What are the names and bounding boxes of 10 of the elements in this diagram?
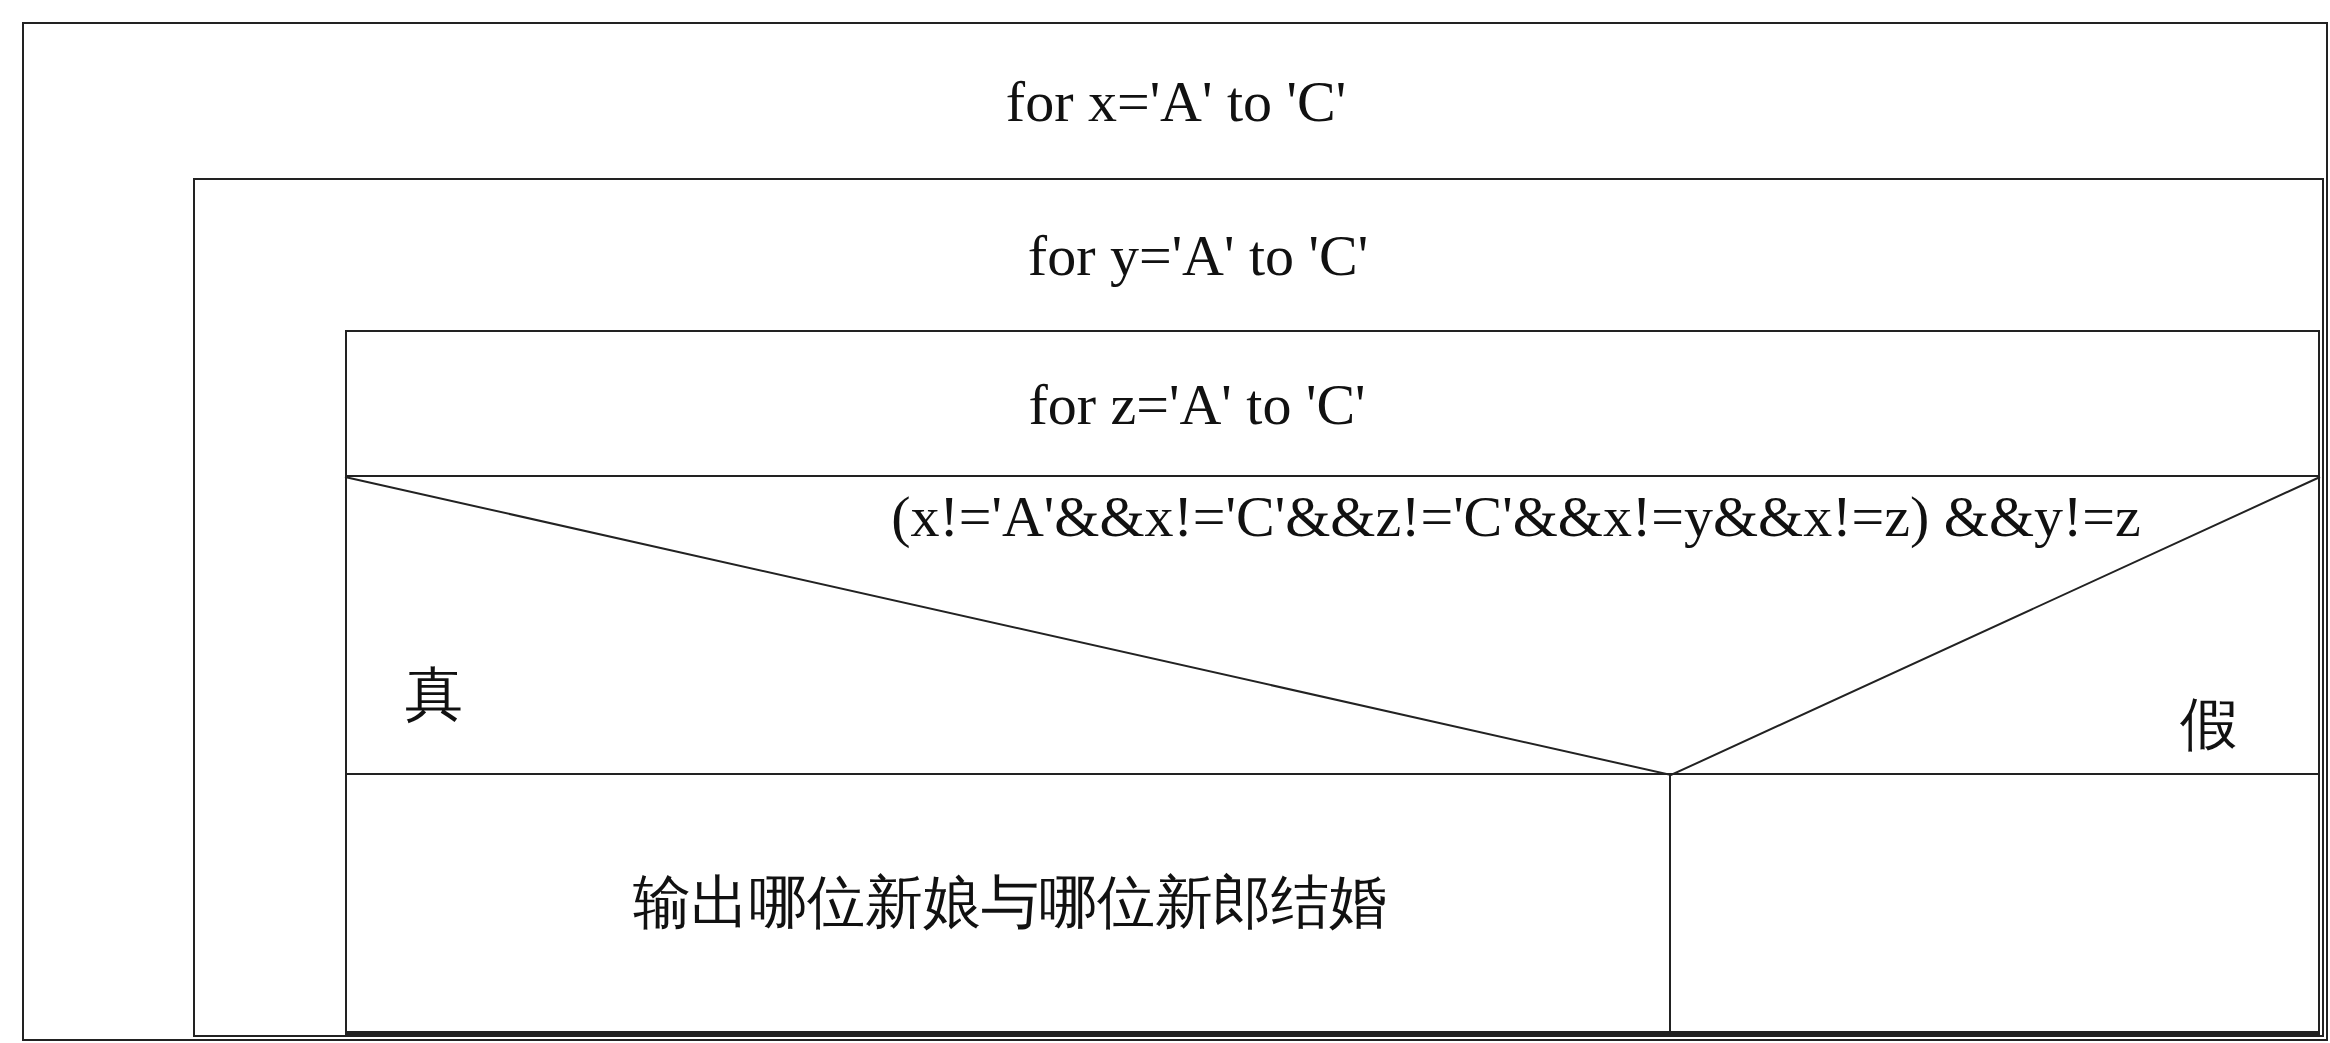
condition-text: (x!='A'&&x!='C'&&z!='C'&&x!=y&&x!=z) &&y!=z bbox=[890, 483, 2142, 551]
loop-header: for x='A' to 'C' bbox=[1004, 68, 1348, 136]
false-label: 假 bbox=[2180, 691, 2238, 759]
loop-box bbox=[345, 330, 2320, 1033]
loop-box bbox=[193, 178, 2324, 1037]
true-label: 真 bbox=[405, 661, 463, 729]
output-text: 输出哪位新娘与哪位新郎结婚 bbox=[632, 869, 1388, 937]
loop-header: for z='A' to 'C' bbox=[1027, 370, 1367, 439]
loop-box bbox=[22, 22, 2328, 1041]
loop-header: for y='A' to 'C' bbox=[1026, 222, 1370, 290]
